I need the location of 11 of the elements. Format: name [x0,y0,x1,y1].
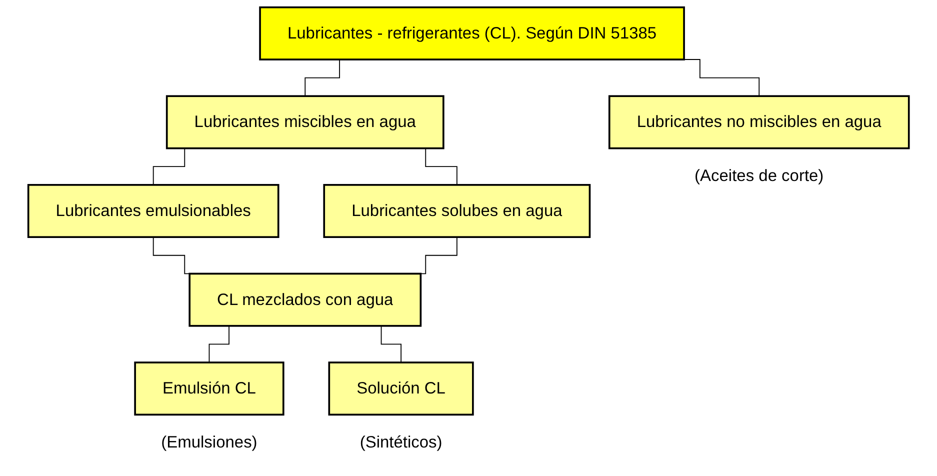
node-box: Lubricantes miscibles en agua [166,95,444,150]
node-label: (Aceites de corte) [694,166,824,185]
node-label: (Emulsiones) [161,432,258,452]
node-box: Solución CL [328,362,474,416]
node-label: (Sintéticos) [360,432,442,452]
node-box: Lubricantes emulsionables [27,184,280,238]
node-box: Lubricantes solubes en agua [323,184,591,238]
node-box: Lubricantes no miscibles en agua [608,95,910,150]
node-box: Lubricantes - refrigerantes (CL). Según DIN 51385 [259,6,685,60]
node-box: Emulsión CL [134,362,284,416]
node-box: CL mezclados con agua [188,272,422,327]
